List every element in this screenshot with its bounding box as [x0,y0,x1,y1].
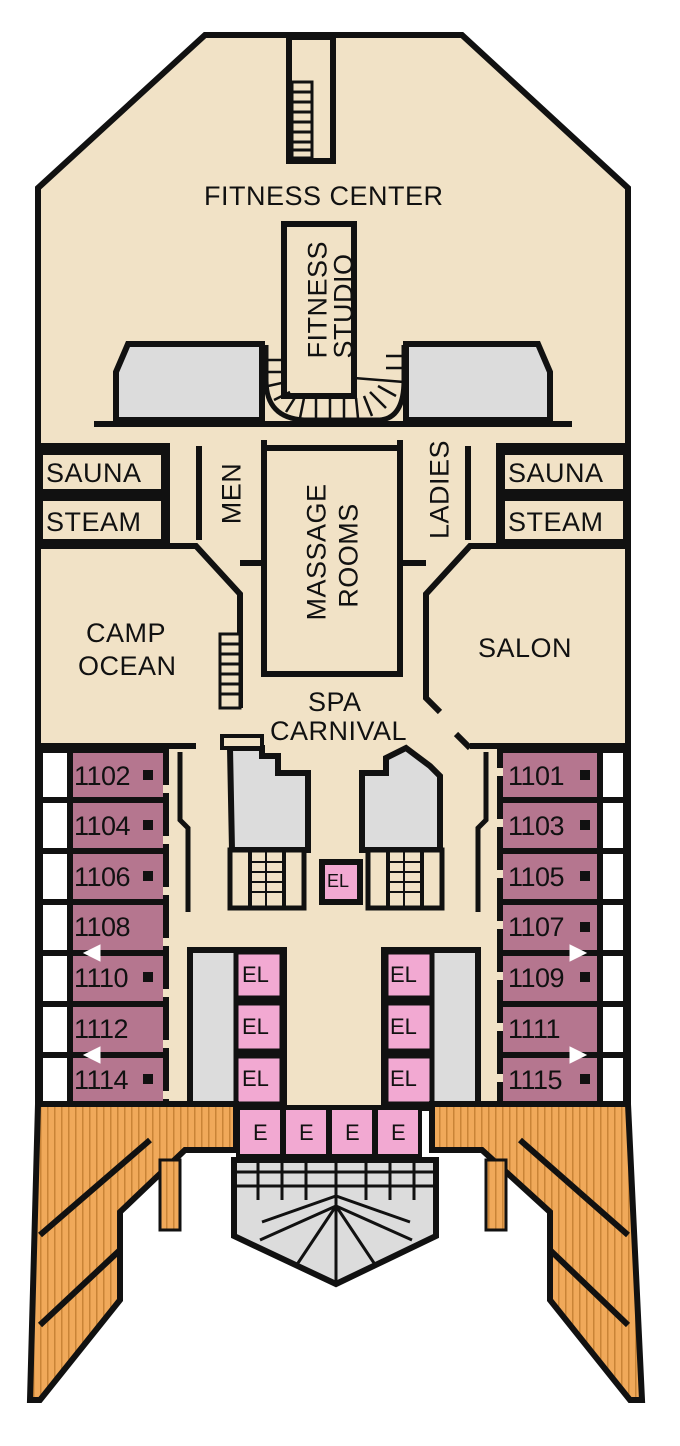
cabin-1106[interactable]: 1106 [74,862,131,892]
cabin-1104[interactable]: 1104 [74,811,131,841]
elevator-center-small[interactable] [319,859,363,905]
cabin-1102[interactable]: 1102 [74,761,131,791]
elevator-left-2[interactable] [233,1000,285,1054]
cabin-1103[interactable]: 1103 [508,811,565,841]
studio-stair-treads-icon [266,354,405,420]
salon-label: SALON [478,633,573,663]
elevator-center-small-label: EL [327,871,350,891]
camp-ocean-label-1: CAMP [86,618,167,648]
cabin-1109[interactable]: 1109 [508,963,565,993]
elevator-aft-4[interactable] [374,1106,422,1158]
aft-deck-right [429,1101,646,1403]
aft-stairs-left-icon [158,1158,182,1232]
elevator-left-1-label: EL [242,962,269,987]
steam-left-label: STEAM [46,507,142,537]
elevator-aft-2[interactable] [282,1106,330,1158]
stairwell-right-icon [365,847,445,911]
skylight-grid-icon [236,1160,434,1284]
elevator-left-3[interactable] [233,1053,285,1107]
spa-carnival-label-2: CARNIVAL [270,716,408,746]
elevator-right-3-label: EL [390,1066,417,1091]
elevator-aft-3[interactable] [328,1106,376,1158]
studio-curved-stair [263,345,407,423]
massage-rooms-room [261,445,403,677]
cabin-1105[interactable]: 1105 [508,862,565,892]
cabin-1101[interactable]: 1101 [508,761,565,791]
fitness-studio-label-1: FITNESS [302,240,333,359]
sauna-left-room [37,449,167,495]
aft-stairs-right-icon [484,1158,508,1232]
service-block-upper-right [403,341,553,423]
cabin-1110[interactable]: 1110 [74,963,129,993]
elevator-aft-1-label: E [253,1120,268,1145]
elevator-left-2-label: EL [242,1014,269,1039]
massage-rooms-label-2: ROOMS [333,503,364,608]
cabin-1115[interactable]: 1115 [508,1065,563,1095]
spa-carnival-label-1: SPA [308,687,362,717]
steam-right-room [499,495,629,545]
elevator-left-3-label: EL [242,1066,269,1091]
massage-rooms-label-1: MASSAGE [301,483,332,621]
cabin-dividers [40,797,626,1058]
sauna-left-label: SAUNA [46,458,142,488]
fitness-studio-room [281,221,357,399]
elevator-aft-4-label: E [391,1120,406,1145]
elevator-right-1-label: EL [390,962,417,987]
cabin-1107[interactable]: 1107 [508,912,565,942]
camp-ocean-label-2: OCEAN [78,651,177,681]
steam-right-label: STEAM [508,507,604,537]
cabin-door-gaps [163,768,503,1099]
camp-ocean-stair-icon [218,632,242,710]
elevator-right-3[interactable] [383,1053,435,1107]
forward-stair-steps-icon [290,80,314,160]
salon-room [423,543,628,715]
ladies-label: LADIES [424,439,455,540]
elevator-right-2-label: EL [390,1014,417,1039]
elevator-aft-2-label: E [299,1120,314,1145]
elevator-left-1[interactable] [233,949,285,1001]
elevator-right-1[interactable] [383,949,435,1001]
cabin-1111[interactable]: 1111 [508,1014,561,1044]
fitness-studio-label-2: STUDIO [328,253,359,359]
sauna-right-label: SAUNA [508,458,604,488]
aft-deck-left [26,1101,239,1403]
cabin-1112[interactable]: 1112 [74,1014,129,1044]
men-label: MEN [216,462,247,525]
cabin-1108[interactable]: 1108 [74,912,131,942]
fitness-center-label: FITNESS CENTER [204,181,444,211]
stairwell-left-icon [227,847,307,911]
service-block-upper-left [113,341,265,423]
cabin-1114[interactable]: 1114 [74,1065,129,1095]
elevator-right-2[interactable] [383,1000,435,1054]
elevator-aft-3-label: E [345,1120,360,1145]
